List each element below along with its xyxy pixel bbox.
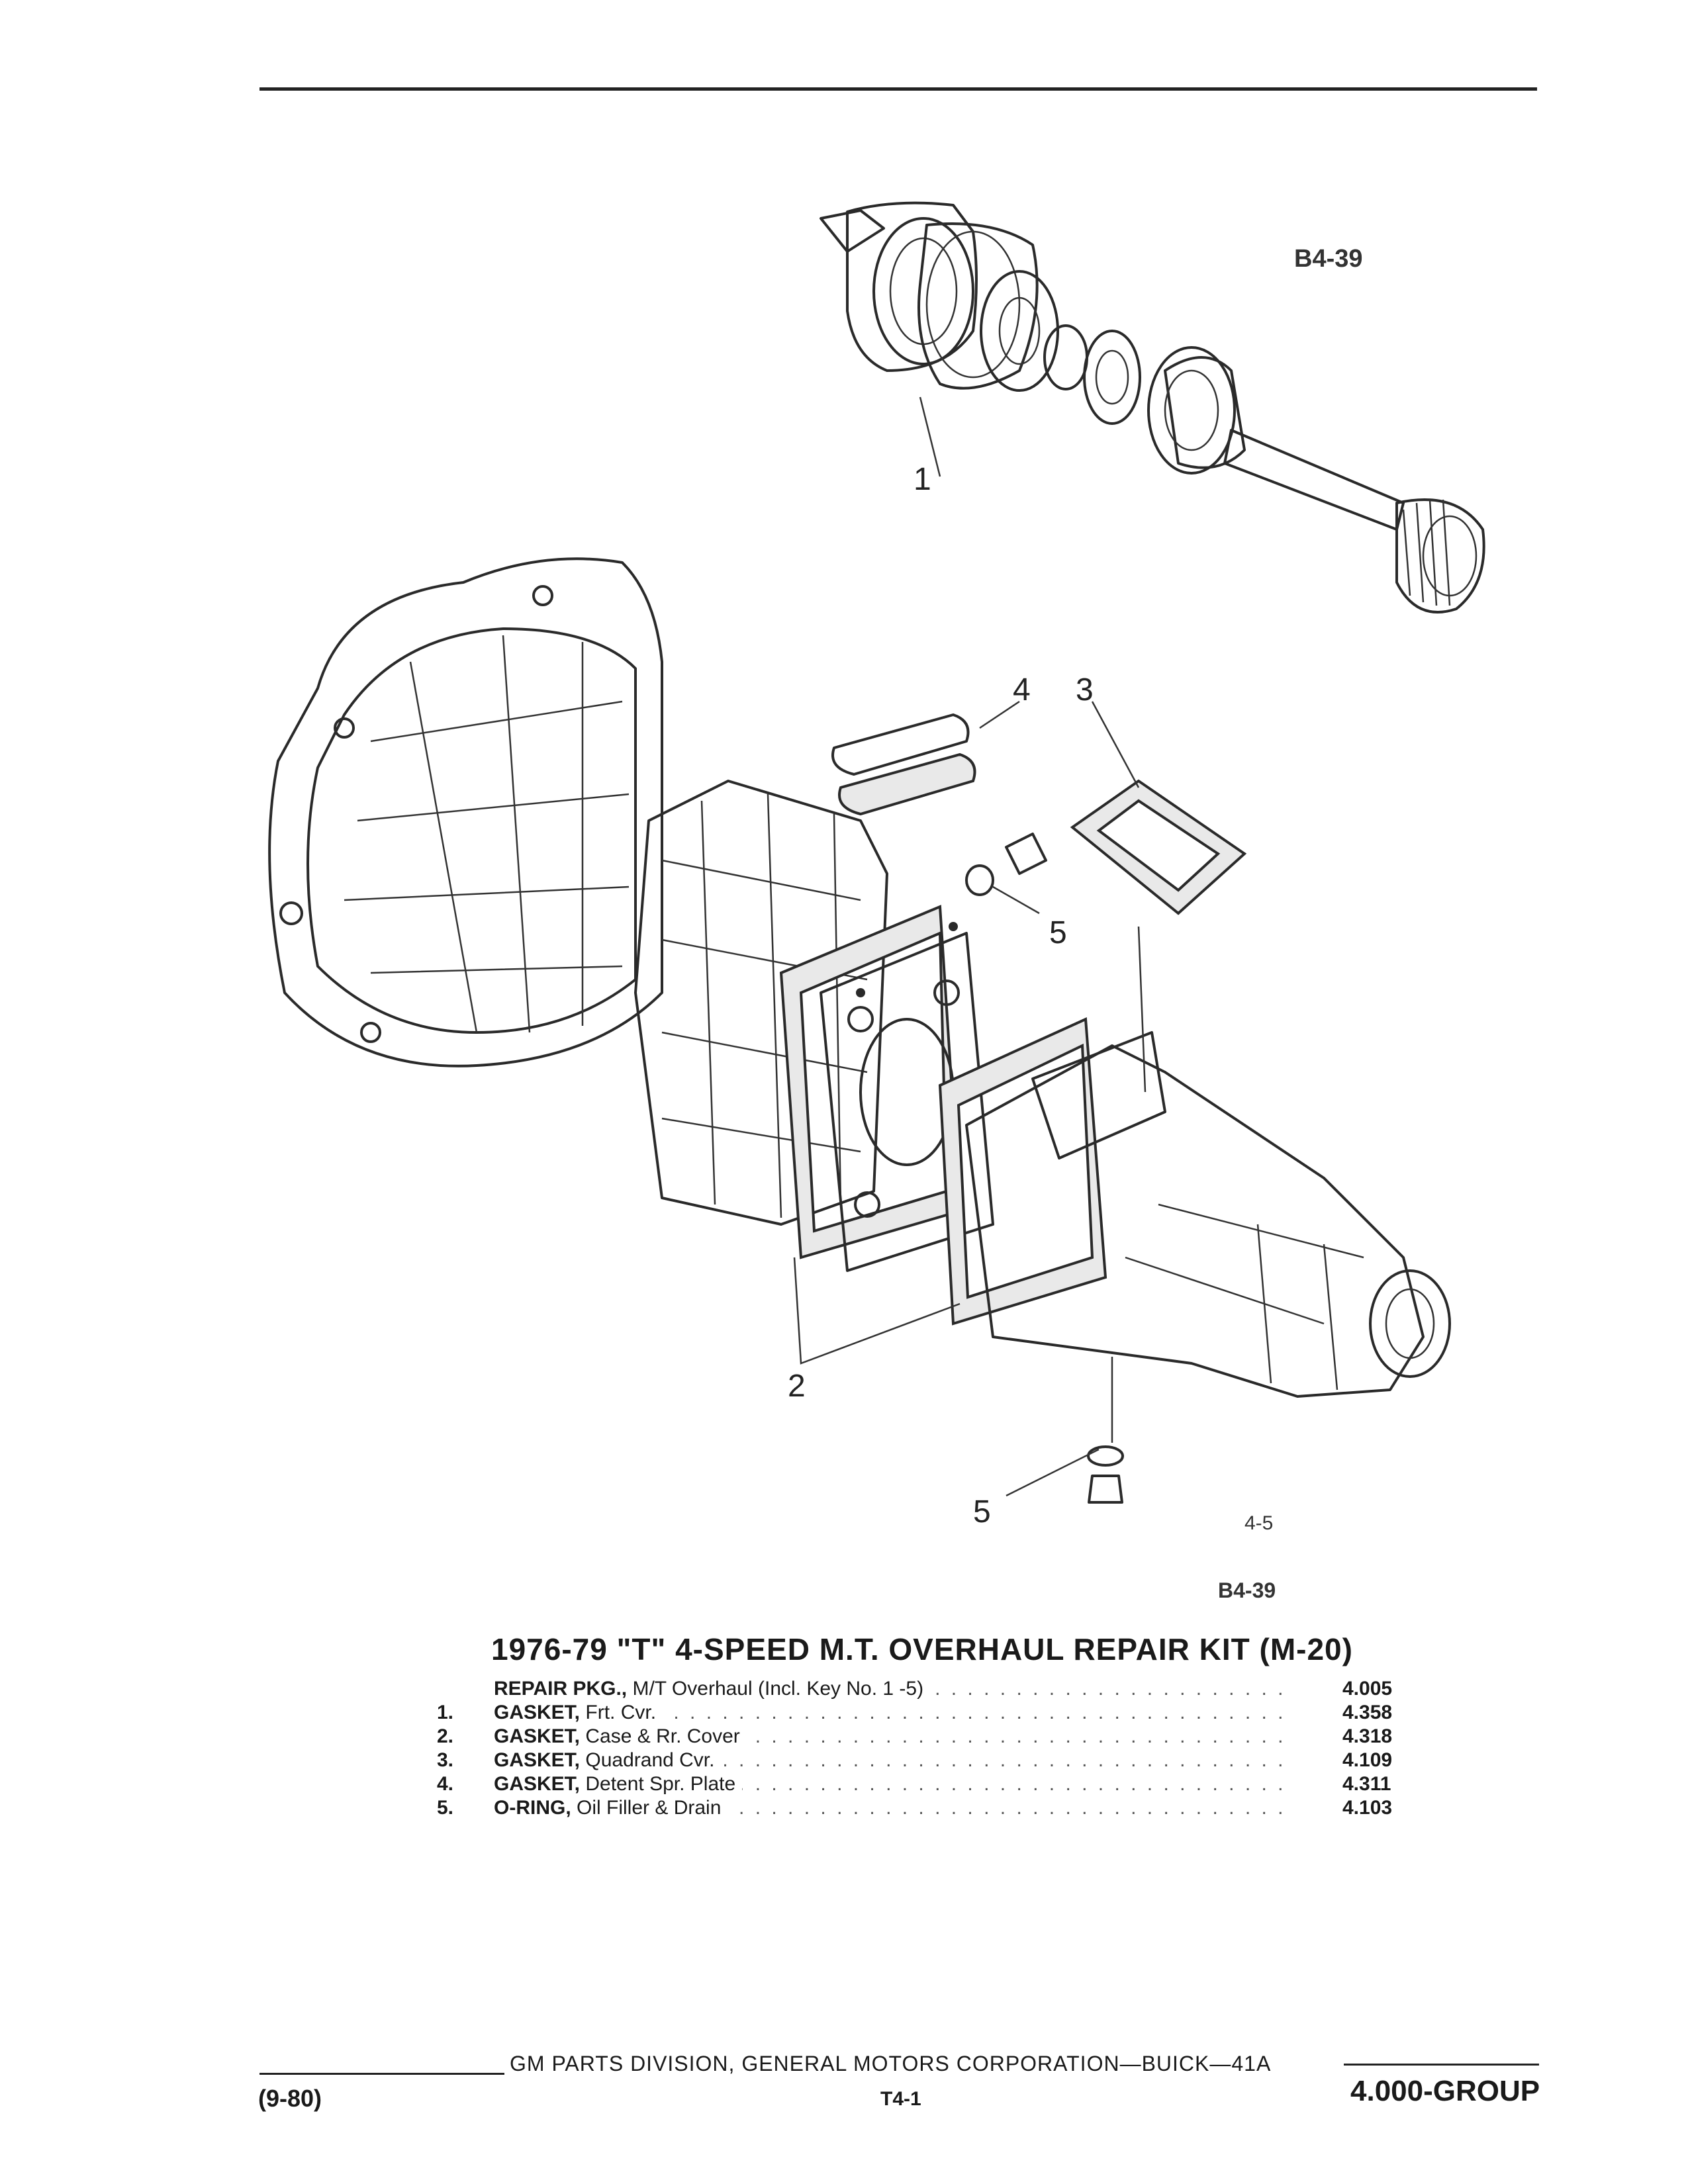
footer-page-number: T4-1	[880, 2088, 921, 2110]
footer-rule-left	[259, 2073, 504, 2075]
part-name: GASKET,	[494, 1749, 581, 1771]
detent-plate	[831, 713, 976, 816]
callout-5-drain: 5	[973, 1494, 991, 1529]
case-gasket-rear	[938, 1017, 1107, 1326]
callout-5-filler: 5	[1049, 915, 1067, 950]
callout-4: 4	[1013, 672, 1031, 707]
footer-date: (9-80)	[258, 2085, 322, 2112]
part-name: GASKET,	[494, 1773, 581, 1795]
part-name: GASKET,	[494, 1725, 581, 1747]
parts-row: 5. . . . . . . . . . . . . . . . . . . .…	[437, 1797, 1393, 1819]
part-number: 4.005	[1342, 1678, 1393, 1700]
footer-group: 4.000-GROUP	[1350, 2075, 1540, 2107]
callout-2: 2	[788, 1369, 806, 1404]
part-name: O-RING,	[494, 1797, 571, 1819]
top-rule	[259, 87, 1537, 91]
part-description: Quadrand Cvr.	[585, 1749, 715, 1771]
parts-list: . . . . . . . . . . . . . . . . . . . . …	[437, 1678, 1430, 1821]
bell-housing	[268, 557, 663, 1068]
part-number: 4.109	[1342, 1749, 1393, 1771]
main-case	[634, 780, 888, 1226]
extension-housing	[965, 1031, 1451, 1398]
filler-plug	[965, 833, 1047, 896]
part-description: M/T Overhaul (Incl. Key No. 1 -5)	[632, 1678, 924, 1700]
footer-division: GM PARTS DIVISION, GENERAL MOTORS CORPOR…	[510, 2052, 1272, 2075]
figure-number: 4-5	[1244, 1512, 1274, 1534]
footer-rule-right	[1344, 2064, 1539, 2066]
part-description: Oil Filler & Drain	[577, 1797, 722, 1819]
drain-plug	[1087, 1445, 1124, 1504]
part-name: GASKET,	[494, 1702, 581, 1723]
part-number: 4.311	[1342, 1773, 1391, 1795]
part-name: REPAIR PKG.,	[494, 1678, 628, 1700]
key-number: 3.	[437, 1749, 454, 1771]
parts-row: 3. . . . . . . . . . . . . . . . . . . .…	[437, 1749, 1393, 1772]
key-number: 2.	[437, 1725, 454, 1747]
key-number: 1.	[437, 1702, 454, 1723]
parts-row: 4. . . . . . . . . . . . . . . . . . . .…	[437, 1773, 1391, 1796]
case-gasket-front	[779, 905, 962, 1259]
part-description: Detent Spr. Plate	[585, 1773, 736, 1795]
callout-1: 1	[914, 462, 931, 497]
parts-row: . . . . . . . . . . . . . . . . . . . . …	[494, 1678, 1393, 1700]
parts-row: 2. . . . . . . . . . . . . . . . . . . .…	[437, 1725, 1393, 1748]
figure-code-top: B4-39	[1294, 245, 1363, 273]
kit-title: 1976-79 "T" 4-SPEED M.T. OVERHAUL REPAIR…	[491, 1632, 1353, 1666]
part-description: Case & Rr. Cover	[585, 1725, 740, 1747]
part-number: 4.103	[1342, 1797, 1393, 1819]
key-number: 4.	[437, 1773, 454, 1795]
input-shaft-assembly	[820, 201, 1485, 614]
key-number: 5.	[437, 1797, 454, 1819]
part-number: 4.318	[1342, 1725, 1393, 1747]
part-description: Frt. Cvr.	[585, 1702, 657, 1723]
quadrant-cover-gasket	[1070, 779, 1247, 915]
figure-code-caption: B4-39	[1218, 1578, 1276, 1602]
parts-row: 1. . . . . . . . . . . . . . . . . . . .…	[437, 1702, 1393, 1724]
callout-3: 3	[1076, 672, 1094, 707]
part-number: 4.358	[1342, 1702, 1393, 1723]
